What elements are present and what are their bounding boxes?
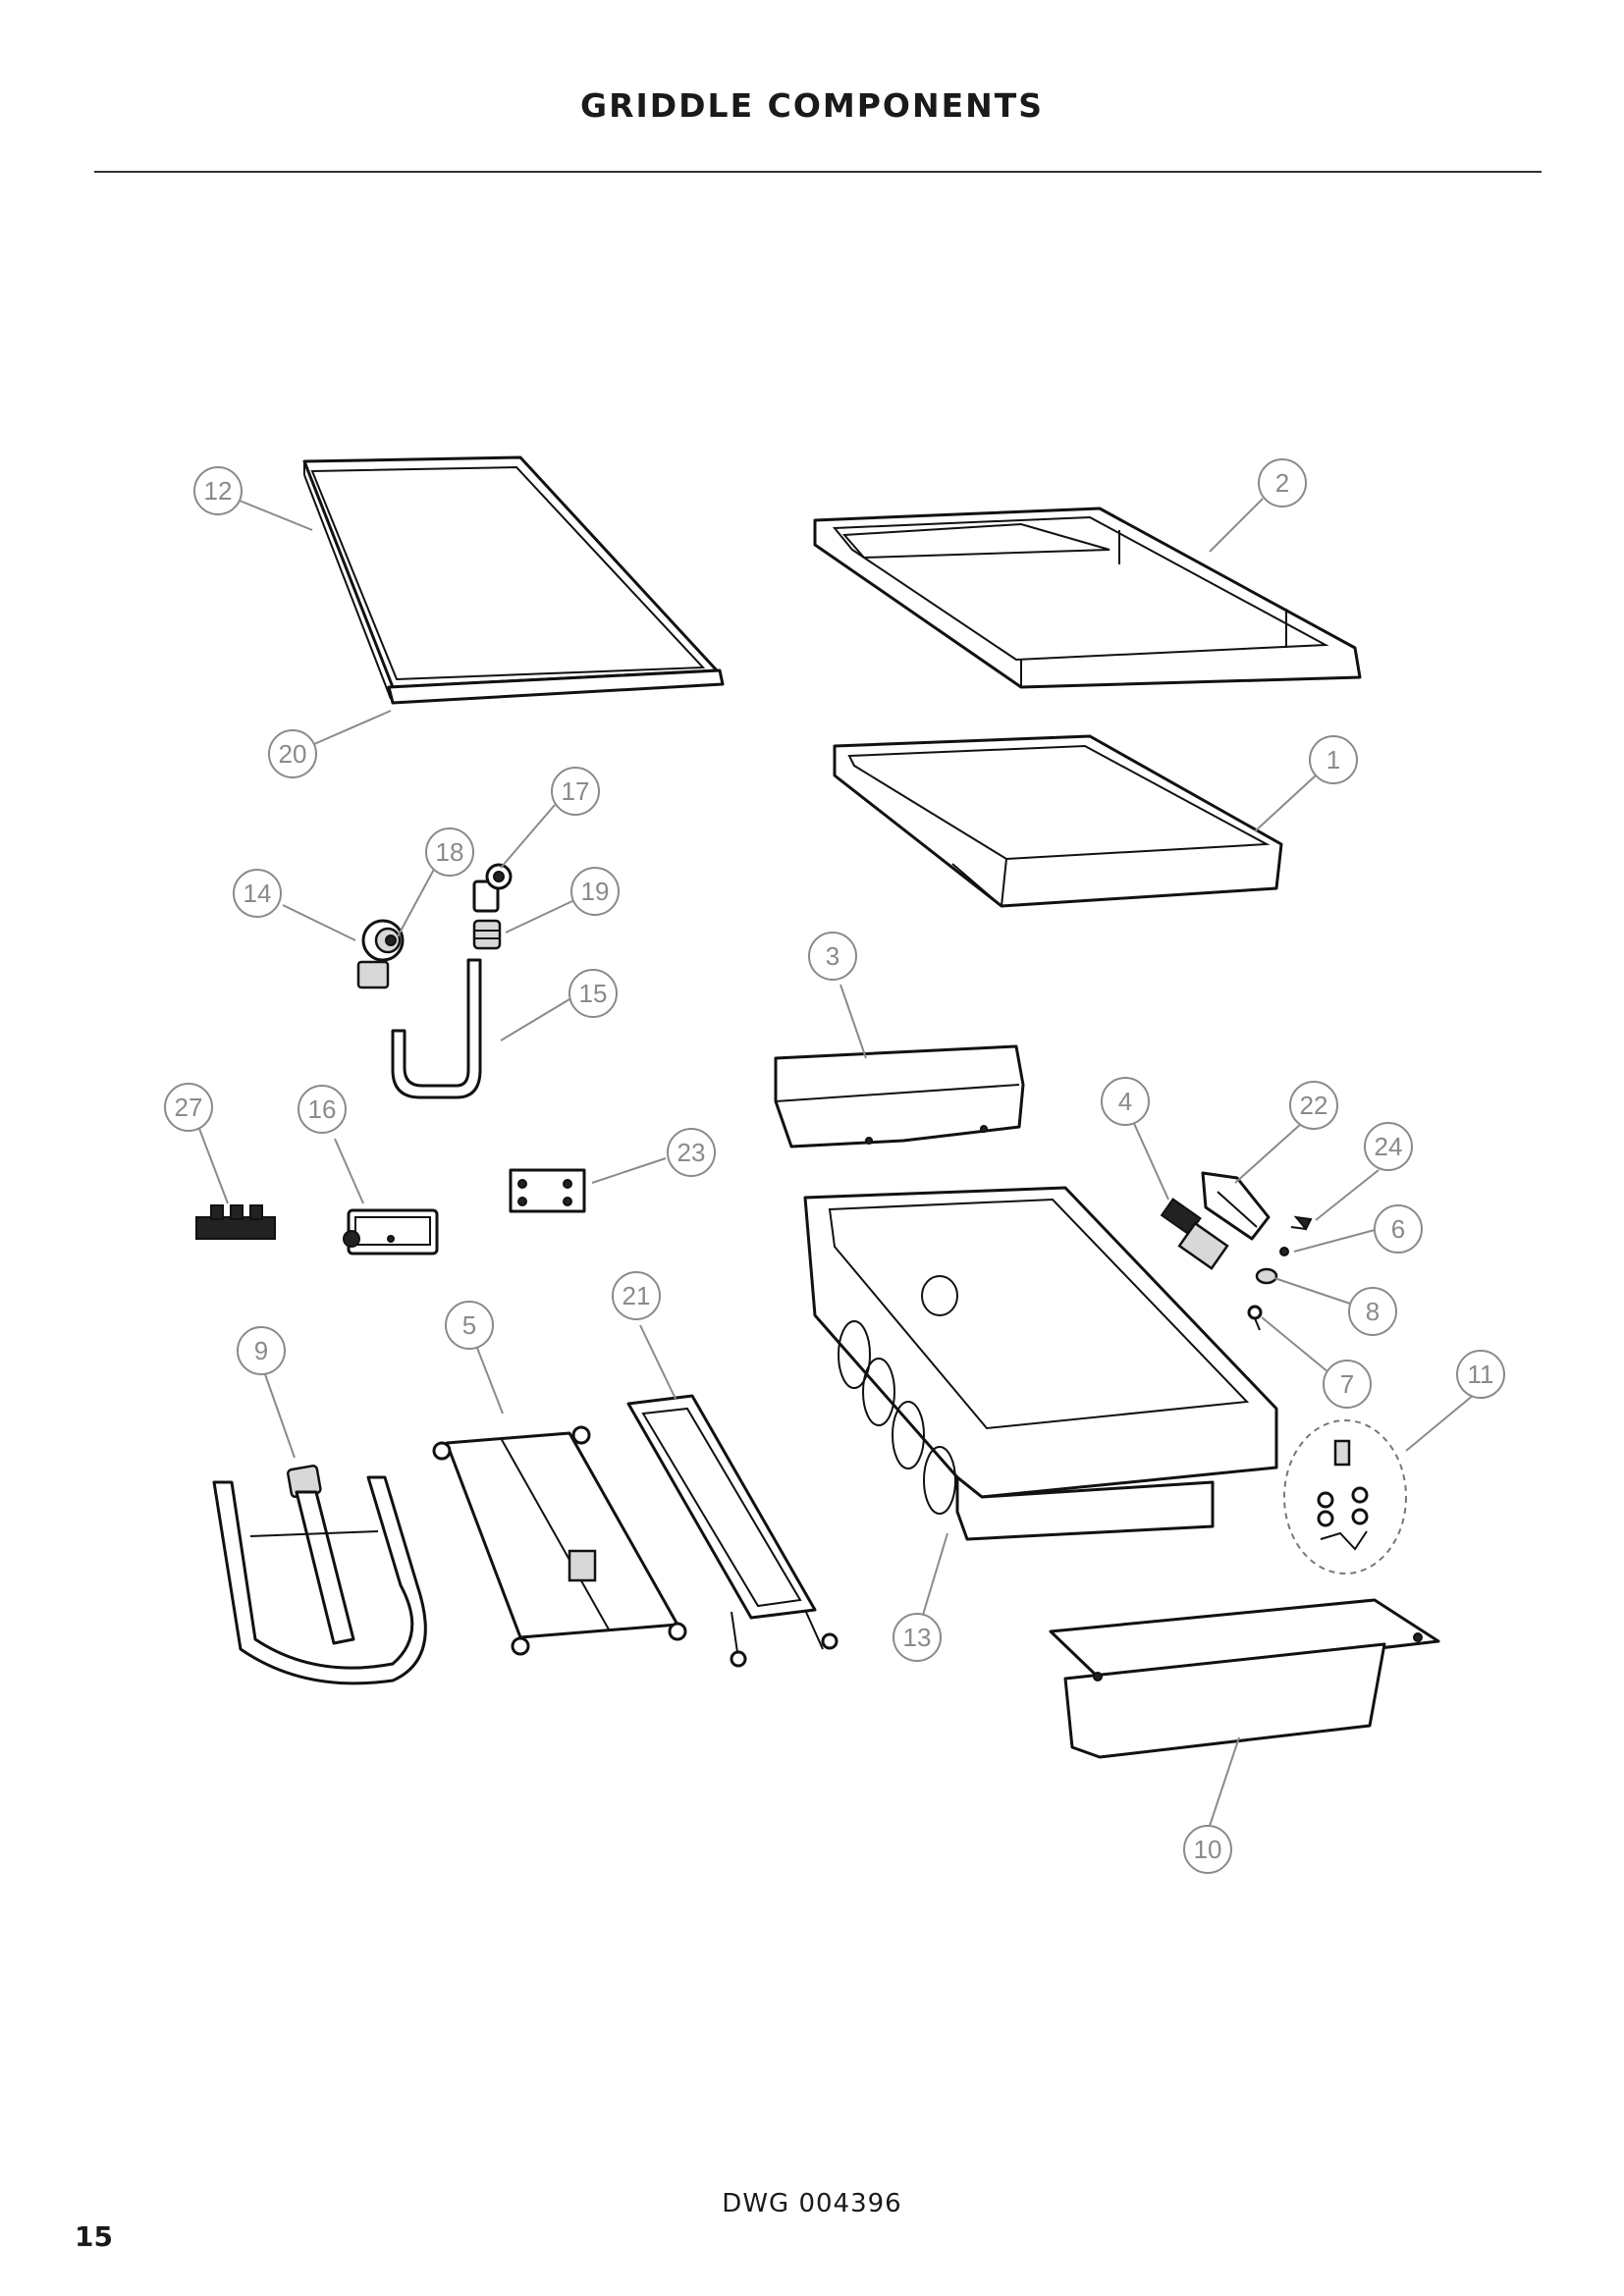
callout-10-label: 10	[1194, 1835, 1222, 1864]
callout-19: 19	[570, 867, 620, 916]
callout-17: 17	[551, 767, 600, 816]
heat-shield-part	[774, 1044, 1025, 1148]
callout-12-label: 12	[204, 476, 233, 506]
callout-14-label: 14	[244, 879, 272, 908]
burner-part	[212, 1465, 427, 1685]
callout-5-label: 5	[462, 1310, 476, 1340]
callout-11-label: 11	[1468, 1360, 1494, 1389]
callout-10: 10	[1183, 1825, 1232, 1874]
callout-11: 11	[1456, 1350, 1505, 1399]
callout-18: 18	[425, 828, 474, 877]
callout-20-label: 20	[279, 739, 307, 769]
griddle-plate-part	[302, 455, 725, 705]
callout-16-label: 16	[308, 1095, 337, 1124]
callout-22: 22	[1289, 1081, 1338, 1130]
switch-bracket-part	[1201, 1171, 1271, 1241]
screw-part	[1247, 1305, 1263, 1331]
gas-tube-part	[391, 958, 482, 1099]
callout-13: 13	[893, 1613, 942, 1662]
drawing-number: DWG 004396	[722, 2189, 902, 2218]
firebox-housing-part	[803, 1186, 1278, 1541]
callout-6-label: 6	[1391, 1214, 1405, 1244]
page-number: 15	[75, 2220, 113, 2253]
callout-7-label: 7	[1340, 1369, 1354, 1399]
callout-14: 14	[233, 869, 282, 918]
callout-4: 4	[1101, 1077, 1150, 1126]
callout-16: 16	[298, 1085, 347, 1134]
front-panel-part	[1049, 1598, 1440, 1759]
elbow-fitting-part	[472, 863, 513, 913]
callout-21: 21	[612, 1271, 661, 1320]
callout-24: 24	[1364, 1122, 1413, 1171]
callout-23-label: 23	[677, 1138, 706, 1167]
callout-18-label: 18	[436, 837, 464, 867]
callout-8-label: 8	[1366, 1297, 1380, 1326]
leader-lines	[195, 498, 1476, 1827]
callout-4-label: 4	[1118, 1087, 1132, 1116]
callout-12: 12	[193, 466, 243, 515]
callout-3: 3	[808, 932, 857, 981]
page-title: GRIDDLE COMPONENTS	[579, 86, 1045, 125]
hardware-kit-part	[1283, 1419, 1407, 1575]
callout-2-label: 2	[1275, 468, 1289, 498]
callout-1-label: 1	[1326, 745, 1340, 774]
callout-24-label: 24	[1375, 1132, 1403, 1161]
igniter-module-part	[343, 1208, 439, 1255]
fastener-screw-part	[1290, 1215, 1313, 1231]
hose-fitting-part	[472, 919, 502, 950]
drip-tray-part	[833, 734, 1283, 908]
callout-9: 9	[237, 1326, 286, 1375]
callout-7: 7	[1323, 1360, 1372, 1409]
callout-15-label: 15	[579, 979, 608, 1008]
washer-part	[1255, 1267, 1278, 1285]
title-divider	[94, 171, 1542, 173]
callout-21-label: 21	[623, 1281, 651, 1310]
callout-2: 2	[1258, 458, 1307, 507]
valve-assembly-part	[356, 919, 405, 989]
callout-8: 8	[1348, 1287, 1397, 1336]
callout-9-label: 9	[254, 1336, 268, 1365]
callout-20: 20	[268, 729, 317, 778]
terminal-block-part	[195, 1204, 276, 1240]
mounting-bracket-part	[509, 1168, 586, 1213]
burner-bracket-part	[626, 1394, 839, 1668]
griddle-frame-part	[813, 507, 1362, 689]
callout-3-label: 3	[826, 941, 839, 971]
callout-22-label: 22	[1300, 1091, 1328, 1120]
callout-23: 23	[667, 1128, 716, 1177]
callout-6: 6	[1374, 1204, 1423, 1254]
callout-27: 27	[164, 1083, 213, 1132]
burner-shield-part	[432, 1425, 687, 1656]
callout-5: 5	[445, 1301, 494, 1350]
callout-13-label: 13	[903, 1623, 932, 1652]
spacer-part	[1279, 1247, 1289, 1256]
callout-19-label: 19	[581, 877, 610, 906]
callout-15: 15	[568, 969, 618, 1018]
control-switch-part	[1160, 1198, 1229, 1270]
callout-1: 1	[1309, 735, 1358, 784]
callout-27-label: 27	[175, 1093, 203, 1122]
callout-17-label: 17	[562, 776, 590, 806]
